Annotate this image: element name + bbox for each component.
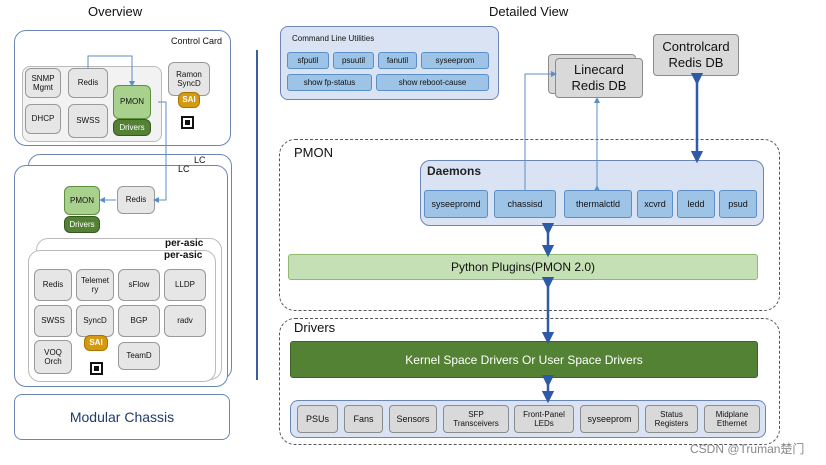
hw-midplane-ethernet: Midplane Ethernet	[704, 405, 760, 433]
cli-syseeprom-button: syseeprom	[421, 52, 489, 69]
cli-show-reboot-cause-button: show reboot-cause	[376, 74, 489, 91]
hw-psus: PSUs	[297, 405, 338, 433]
asic-telemetry-box: Telemet ry	[76, 269, 114, 301]
cc-pmon-box: PMON	[113, 85, 151, 119]
cc-drivers-box: Drivers	[113, 119, 151, 136]
hw-syseeprom: syseeprom	[580, 405, 639, 433]
linecard-db-box: Linecard Redis DB	[555, 58, 643, 98]
cli-psuutil-button: psuutil	[333, 52, 374, 69]
cc-redis-pmon-arrow	[87, 55, 135, 87]
per-asic-label-back: per-asic	[165, 238, 204, 249]
asic-bgp-box: BGP	[118, 305, 160, 337]
daemon-xcvrd: xcvrd	[637, 190, 673, 218]
cli-fanutil-button: fanutil	[378, 52, 417, 69]
asic-lldp-box: LLDP	[164, 269, 206, 301]
cc-dhcp-box: DHCP	[25, 104, 61, 134]
asic-redis-box: Redis	[34, 269, 72, 301]
modular-chassis-label: Modular Chassis	[14, 394, 230, 440]
daemon-syseepromd: syseepromd	[424, 190, 488, 218]
daemon-thermalctld: thermalctld	[564, 190, 632, 218]
cc-snmp-box: SNMP Mgmt	[25, 68, 61, 98]
chassisd-db-arrow	[524, 71, 557, 190]
detailed-title: Detailed View	[489, 4, 569, 19]
control-card-label: Control Card	[171, 36, 223, 46]
python-plugins-bar: Python Plugins(PMON 2.0)	[288, 254, 758, 280]
watermark-text: CSDN @Truman楚门	[690, 442, 805, 456]
asic-voq-orch-box: VOQ Orch	[34, 340, 72, 374]
pmon-label: PMON	[294, 145, 333, 160]
cc-lc-link-arrow	[153, 101, 167, 203]
cc-syncd-box: Ramon SyncD	[168, 62, 210, 96]
kernel-drivers-bar: Kernel Space Drivers Or User Space Drive…	[290, 341, 758, 378]
daemon-chassisd: chassisd	[494, 190, 556, 218]
hw-fans: Fans	[344, 405, 383, 433]
asic-sflow-box: sFlow	[118, 269, 160, 301]
overview-title: Overview	[88, 4, 143, 19]
hw-sfp-transceivers: SFP Transceivers	[443, 405, 509, 433]
per-asic-label-front: per-asic	[164, 250, 203, 261]
cc-swss-box: SWSS	[68, 104, 108, 138]
asic-chip-icon	[90, 362, 103, 375]
daemons-label: Daemons	[427, 164, 482, 178]
section-divider	[256, 50, 258, 380]
cc-asic-chip-icon	[181, 116, 194, 129]
hw-front-panel-leds: Front-Panel LEDs	[514, 405, 574, 433]
cc-redis-box: Redis	[68, 68, 108, 98]
controlcard-db-box: Controlcard Redis DB	[653, 34, 739, 76]
cli-title: Command Line Utilities	[292, 34, 375, 43]
hw-status-registers: Status Registers	[645, 405, 698, 433]
lc-label-back: LC	[194, 155, 206, 165]
lc-pmon-box: PMON	[64, 186, 100, 215]
hw-sensors: Sensors	[389, 405, 437, 433]
lc-label-front: LC	[178, 164, 190, 174]
lc-drivers-box: Drivers	[64, 216, 100, 233]
cli-sfputil-button: sfputil	[287, 52, 329, 69]
cli-show-fp-status-button: show fp-status	[287, 74, 372, 91]
cc-sai-box: SAI	[178, 92, 200, 108]
daemon-psud: psud	[719, 190, 757, 218]
daemon-ledd: ledd	[677, 190, 715, 218]
asic-sai-box: SAI	[84, 335, 108, 351]
asic-teamd-box: TeamD	[118, 342, 160, 370]
asic-swss-box: SWSS	[34, 305, 72, 337]
drivers-label: Drivers	[294, 320, 336, 335]
asic-radv-box: radv	[164, 305, 206, 337]
